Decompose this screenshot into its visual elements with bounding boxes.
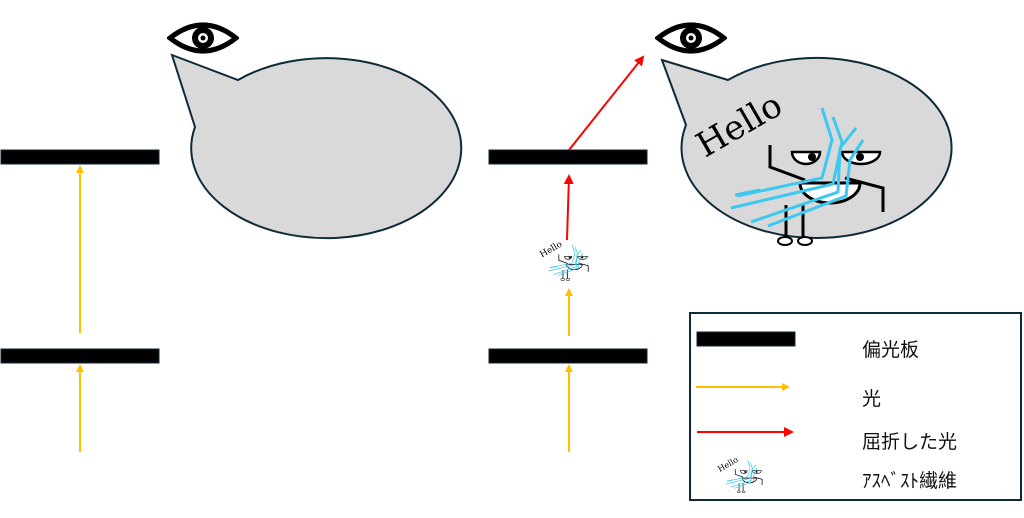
polarizer-top — [488, 149, 648, 165]
polarizer-bottom — [0, 348, 160, 364]
small-character-hello-text: Hello — [538, 240, 564, 261]
legend-label-light: 光 — [862, 388, 882, 410]
eye-icon — [658, 25, 724, 51]
empty-speech-bubble — [170, 53, 463, 240]
legend: Hello — [689, 312, 1022, 501]
legend-polarizer-icon — [696, 331, 796, 347]
left-scene — [0, 25, 463, 452]
speech-bubble — [660, 56, 953, 239]
refracted-light-arrow — [563, 174, 574, 241]
legend-label-polarizer: 偏光板 — [862, 339, 920, 361]
polarizer-bottom — [488, 348, 648, 364]
refracted-light-arrow — [568, 55, 645, 151]
legend-label-asbestos: ｱｽﾍﾞｽﾄ繊維 — [862, 470, 958, 492]
legend-label-refracted: 屈折した光 — [862, 431, 958, 453]
eye-icon — [170, 25, 236, 51]
polarizer-top — [0, 149, 160, 165]
right-scene: Hello Hello — [488, 25, 953, 452]
